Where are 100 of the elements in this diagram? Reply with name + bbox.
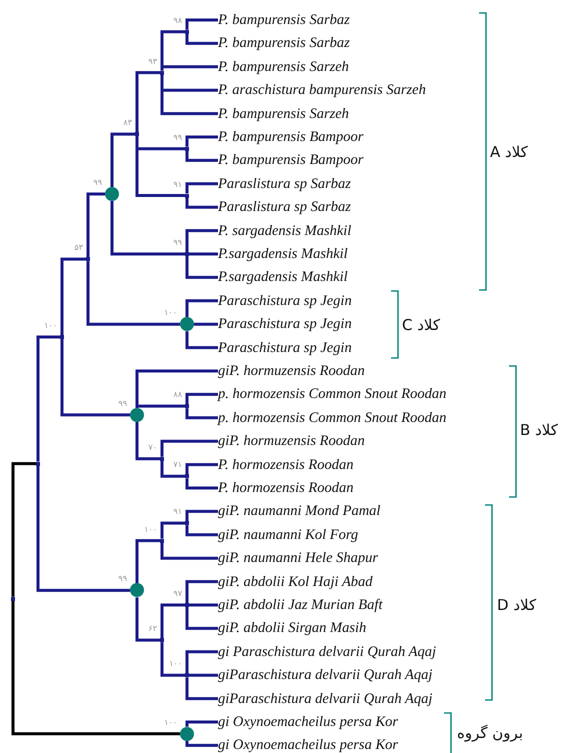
tree-branch (189, 674, 218, 677)
taxon-label: P. bampurensis Bampoor (218, 151, 364, 170)
tree-branch (12, 462, 36, 597)
branch-point (185, 603, 189, 607)
tree-branch (186, 18, 218, 30)
tree-branch (186, 229, 218, 252)
tree-branch (186, 478, 218, 490)
tree-branch (60, 339, 130, 416)
tree-branch (160, 522, 185, 539)
tree-branch (160, 642, 185, 677)
taxon-label: giP. naumanni Hele Shapur (218, 549, 378, 568)
branch-point (36, 462, 40, 466)
tree-branch (186, 331, 218, 350)
taxon-label: gi Oxynoemacheilus persa Kor (218, 736, 398, 753)
taxon-label: giP. naumanni Kol Forg (218, 526, 358, 544)
tree-branch (36, 466, 130, 592)
taxon-label: giParaschistura delvarii Qurah Aqaj (218, 690, 432, 708)
tree-branch (186, 136, 218, 147)
node-dot (130, 583, 144, 598)
tree-branch (186, 580, 218, 603)
bootstrap-value: ۱۰۰ (44, 320, 57, 331)
tree-branch (194, 322, 218, 326)
clade-label: کلاد D (497, 595, 536, 615)
tree-branch (136, 597, 160, 642)
tree-branch (136, 71, 160, 132)
taxon-label: gi Paraschistura delvarii Qurah Aqaj (218, 642, 436, 661)
tree-branch (86, 192, 105, 258)
taxon-label: P. araschistura bampurensis Sarzeh (218, 81, 426, 100)
taxon-label: P.sargadensis Mashkil (218, 268, 348, 286)
tree-branch (186, 607, 218, 630)
tree-branch (86, 261, 180, 326)
branch-point (11, 596, 15, 601)
bootstrap-value: ۹۹ (173, 238, 182, 248)
bootstrap-value: ۱۰۰ (164, 718, 177, 728)
tree-branch (186, 150, 218, 162)
bootstrap-value: ۹۹ (173, 132, 182, 143)
tree-branch (186, 198, 218, 209)
tree-branch (136, 422, 160, 460)
bootstrap-value: ۸۸ (173, 390, 182, 400)
branch-point (86, 257, 90, 262)
taxon-label: P. hormozensis Roodan (218, 479, 354, 497)
taxon-label: giP. abdolii Kol Haji Abad (218, 572, 373, 591)
tree-branch (186, 720, 218, 727)
bootstrap-value: ۵۳ (74, 243, 83, 254)
outgroup-label: برون گروه (457, 723, 523, 743)
taxon-label: p. hormozensis Common Snout Roodan (218, 385, 446, 404)
taxon-label: giP. abdolii Jaz Murian Baft (218, 596, 382, 614)
branch-point (185, 146, 189, 151)
tree-branch (186, 299, 218, 318)
branch-point (160, 538, 164, 543)
tree-branch (160, 542, 218, 560)
branch-point (185, 673, 189, 678)
taxon-label: P.sargadensis Mashkil (218, 245, 348, 263)
tree-branch (60, 258, 86, 335)
taxon-label: Paraslistura sp Sarbaz (218, 198, 351, 216)
bootstrap-value: ۷۱ (173, 460, 182, 470)
bootstrap-value: ۹۹ (118, 574, 127, 584)
bootstrap-value: ۹۱ (173, 507, 182, 518)
tree-branch (186, 408, 218, 420)
branch-point (60, 334, 64, 339)
branch-point (160, 638, 164, 642)
tree-branch (110, 201, 185, 256)
clade-label: کلاد C (402, 315, 440, 335)
branch-point (185, 30, 189, 34)
taxon-label: Paraschistura sp Jegin (218, 292, 352, 310)
tree-branch (160, 604, 185, 638)
tree-branch (136, 404, 185, 408)
tree-branch (186, 34, 218, 45)
tree-branch (186, 510, 218, 522)
taxon-label: giP. hormuzensis Roodan (218, 432, 365, 450)
taxon-label: P. hormozensis Roodan (218, 456, 354, 474)
tree-branch (189, 604, 218, 606)
node-dot (180, 317, 194, 332)
bootstrap-value: ۹۱ (173, 180, 182, 190)
branch-point (160, 456, 164, 461)
taxon-label: giP. naumanni Mond Pamal (218, 502, 380, 520)
taxon-label: P. bampurensis Sarbaz (218, 11, 350, 29)
taxon-label: gi Oxynoemacheilus persa Kor (218, 713, 398, 731)
tree-branch (160, 440, 218, 457)
tree-branch (110, 132, 135, 188)
bootstrap-value: ۹۸ (173, 16, 182, 26)
tree-branch (186, 740, 218, 747)
bootstrap-value: ۱۰۰ (144, 524, 157, 535)
taxon-label: P. sargadensis Mashkil (218, 222, 352, 240)
bootstrap-value: ۸۳ (123, 118, 132, 128)
clade-label: کلاد A (490, 142, 528, 162)
bootstrap-value: ۶۲ (148, 624, 157, 634)
branch-point (160, 70, 164, 75)
branch-point (185, 194, 189, 198)
taxon-label: giParaschistura delvarii Qurah Aqaj (218, 666, 432, 684)
tree-branch (160, 65, 218, 71)
taxon-label: giP. hormuzensis Roodan (218, 362, 365, 380)
node-dot (105, 187, 119, 202)
branch-point (185, 521, 189, 526)
tree-branch (12, 600, 180, 736)
taxon-label: Paraschistura sp Jegin (218, 315, 352, 334)
bootstrap-value: ۹۷ (173, 589, 182, 599)
tree-branch (186, 256, 218, 279)
tree-branch (186, 650, 218, 674)
tree-branch (186, 392, 218, 404)
